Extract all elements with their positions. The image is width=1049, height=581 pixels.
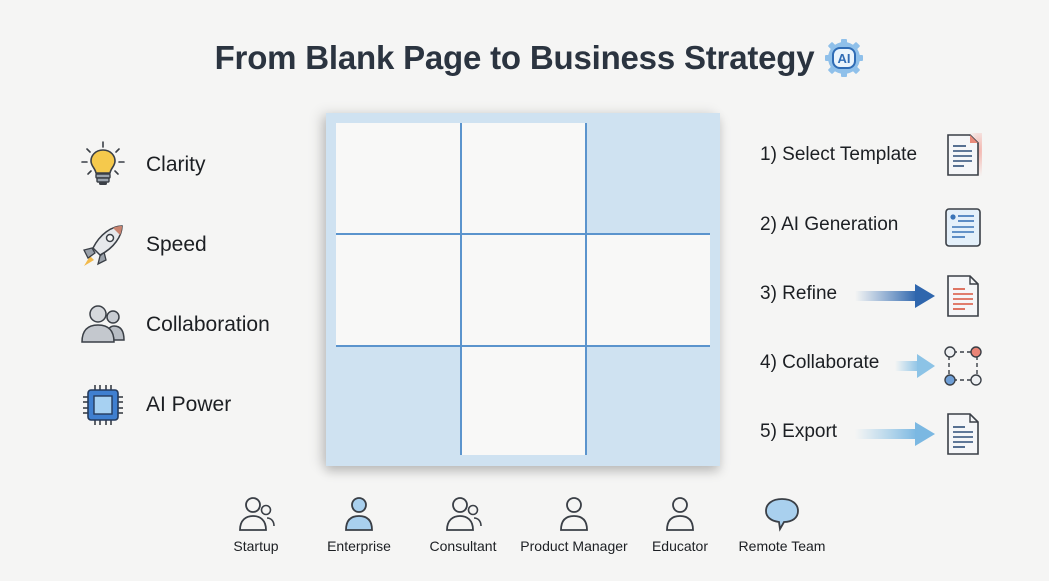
grid-divider [336,233,710,235]
persona-label: Startup [233,538,279,554]
canvas-cell-r1c1[interactable] [336,123,460,233]
chip-icon [83,385,123,425]
arrow-right-icon [855,284,935,308]
document-generated-icon [945,208,981,247]
user-icon [560,497,588,531]
persona-remote-team[interactable]: Remote Team [722,496,842,554]
business-canvas-grid [326,113,720,466]
step-label: 5) Export [760,421,838,442]
canvas-cell-r1c2[interactable] [462,123,585,233]
canvas-cell-r3c2[interactable] [462,347,585,455]
users-icon [81,305,125,343]
step-label: 4) Collaborate [760,352,880,373]
persona-label: Product Manager [520,538,628,554]
canvas-cell-r2c1[interactable] [336,235,460,345]
step-ai-generation: 2) AI Generation [760,214,898,236]
feature-label: AI Power [146,393,232,416]
feature-speed: Speed [78,220,207,270]
step-label: 3) Refine [760,283,838,304]
page-title: From Blank Page to Business Strategy [214,39,815,76]
group-icon [239,497,275,531]
persona-enterprise[interactable]: Enterprise [299,496,419,554]
arrow-right-icon [895,354,935,378]
arrow-right-icon [855,422,935,446]
feature-ai-power: AI Power [78,380,231,430]
feature-label: Collaboration [146,313,270,336]
feature-clarity: Clarity [78,140,206,190]
step-refine: 3) Refine [760,283,837,305]
grid-divider [585,123,587,455]
step-label: 2) AI Generation [760,214,899,235]
persona-label: Remote Team [738,538,826,554]
canvas-cell-r2c3[interactable] [587,235,710,345]
persona-educator[interactable]: Educator [620,496,740,554]
persona-label: Educator [651,538,709,554]
persona-product-manager[interactable]: Product Manager [514,496,634,554]
chat-bubble-icon [765,498,799,532]
feature-label: Speed [146,233,207,256]
rocket-icon [83,225,123,266]
document-edit-icon [947,275,979,317]
document-export-icon [947,413,979,455]
network-share-icon [944,346,982,386]
group-icon [446,497,482,531]
user-icon [666,497,694,531]
canvas-cell-r2c2[interactable] [462,235,585,345]
lightbulb-icon [81,141,125,185]
document-template-icon [947,133,982,177]
step-export: 5) Export [760,421,837,443]
svg-text:AI: AI [838,51,851,66]
step-collaborate: 4) Collaborate [760,352,879,374]
grid-divider [336,345,710,347]
persona-label: Consultant [429,538,497,554]
persona-startup[interactable]: Startup [196,496,316,554]
step-select-template: 1) Select Template [760,144,917,166]
ai-gear-icon: AI [825,39,864,77]
persona-consultant[interactable]: Consultant [403,496,523,554]
header: From Blank Page to Business Strategy AI [0,38,1049,78]
feature-collaboration: Collaboration [78,300,270,350]
step-label: 1) Select Template [760,144,918,165]
persona-label: Enterprise [327,538,391,554]
grid-divider [460,123,462,455]
user-filled-icon [345,497,373,531]
feature-label: Clarity [146,153,206,176]
